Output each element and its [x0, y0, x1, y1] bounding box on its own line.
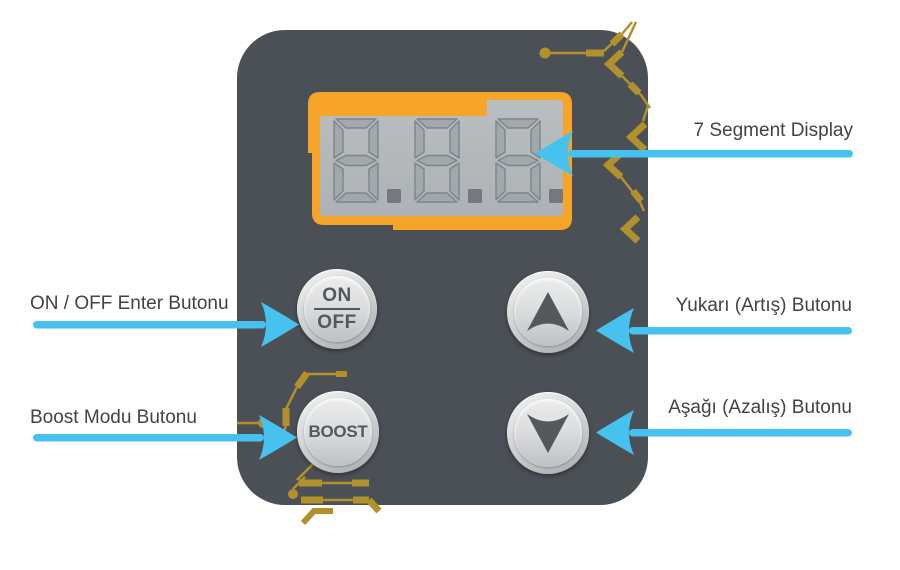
down-button-face: [514, 399, 582, 467]
boost-button[interactable]: BOOST: [297, 391, 379, 473]
lcd-digits: [333, 118, 563, 203]
up-button-face: [514, 278, 582, 346]
off-label: OFF: [317, 311, 357, 333]
down-button[interactable]: [507, 392, 589, 474]
on-off-button-face: ON OFF: [304, 276, 370, 342]
boost-label: BOOST: [308, 421, 368, 441]
onoff-callout-arrow: [33, 302, 299, 347]
boost-callout-arrow: [33, 415, 297, 460]
up-callout-label: Yukarı (Artış) Butonu: [675, 295, 852, 316]
down-callout-arrow: [596, 410, 852, 455]
up-button[interactable]: [507, 271, 589, 353]
on-off-divider: [314, 307, 360, 311]
display-callout-arrow: [535, 131, 853, 176]
up-callout-arrow: [596, 308, 852, 353]
on-off-button[interactable]: ON OFF: [297, 269, 377, 349]
boost-callout-label: Boost Modu Butonu: [30, 407, 197, 428]
down-callout-label: Aşağı (Azalış) Butonu: [668, 397, 852, 418]
on-label: ON: [322, 285, 352, 307]
seven-segment-display: [308, 92, 572, 230]
arrow-down-icon: [526, 413, 569, 453]
arrow-up-icon: [526, 291, 569, 331]
display-callout-label: 7 Segment Display: [693, 120, 853, 141]
boost-button-face: BOOST: [304, 398, 372, 466]
onoff-callout-label: ON / OFF Enter Butonu: [30, 293, 229, 314]
